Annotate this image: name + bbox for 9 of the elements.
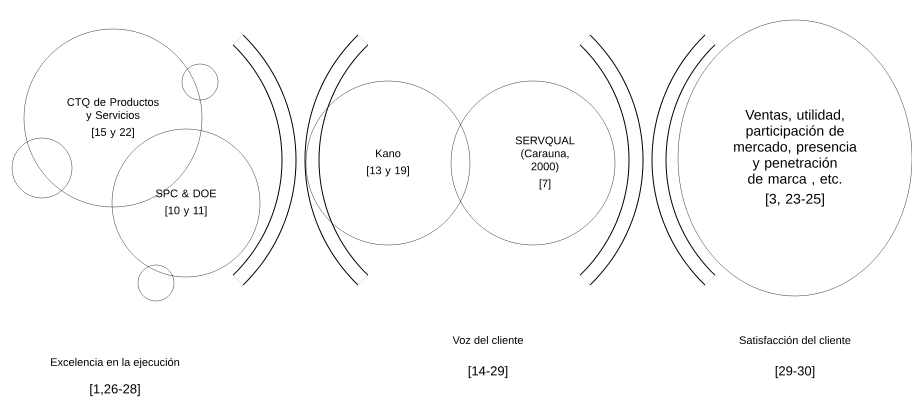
section-label: Satisfacción del cliente — [740, 336, 850, 344]
small-circle — [182, 64, 218, 100]
small-circle — [12, 138, 72, 198]
small-circle — [138, 264, 174, 302]
section-label: [29-30] — [776, 366, 814, 378]
section-label: Excelencia en la ejecución — [51, 358, 180, 368]
section-label: [14-29] — [468, 366, 508, 378]
section-label: [1,26-28] — [90, 384, 140, 396]
section-label: Voz del cliente — [452, 336, 523, 344]
